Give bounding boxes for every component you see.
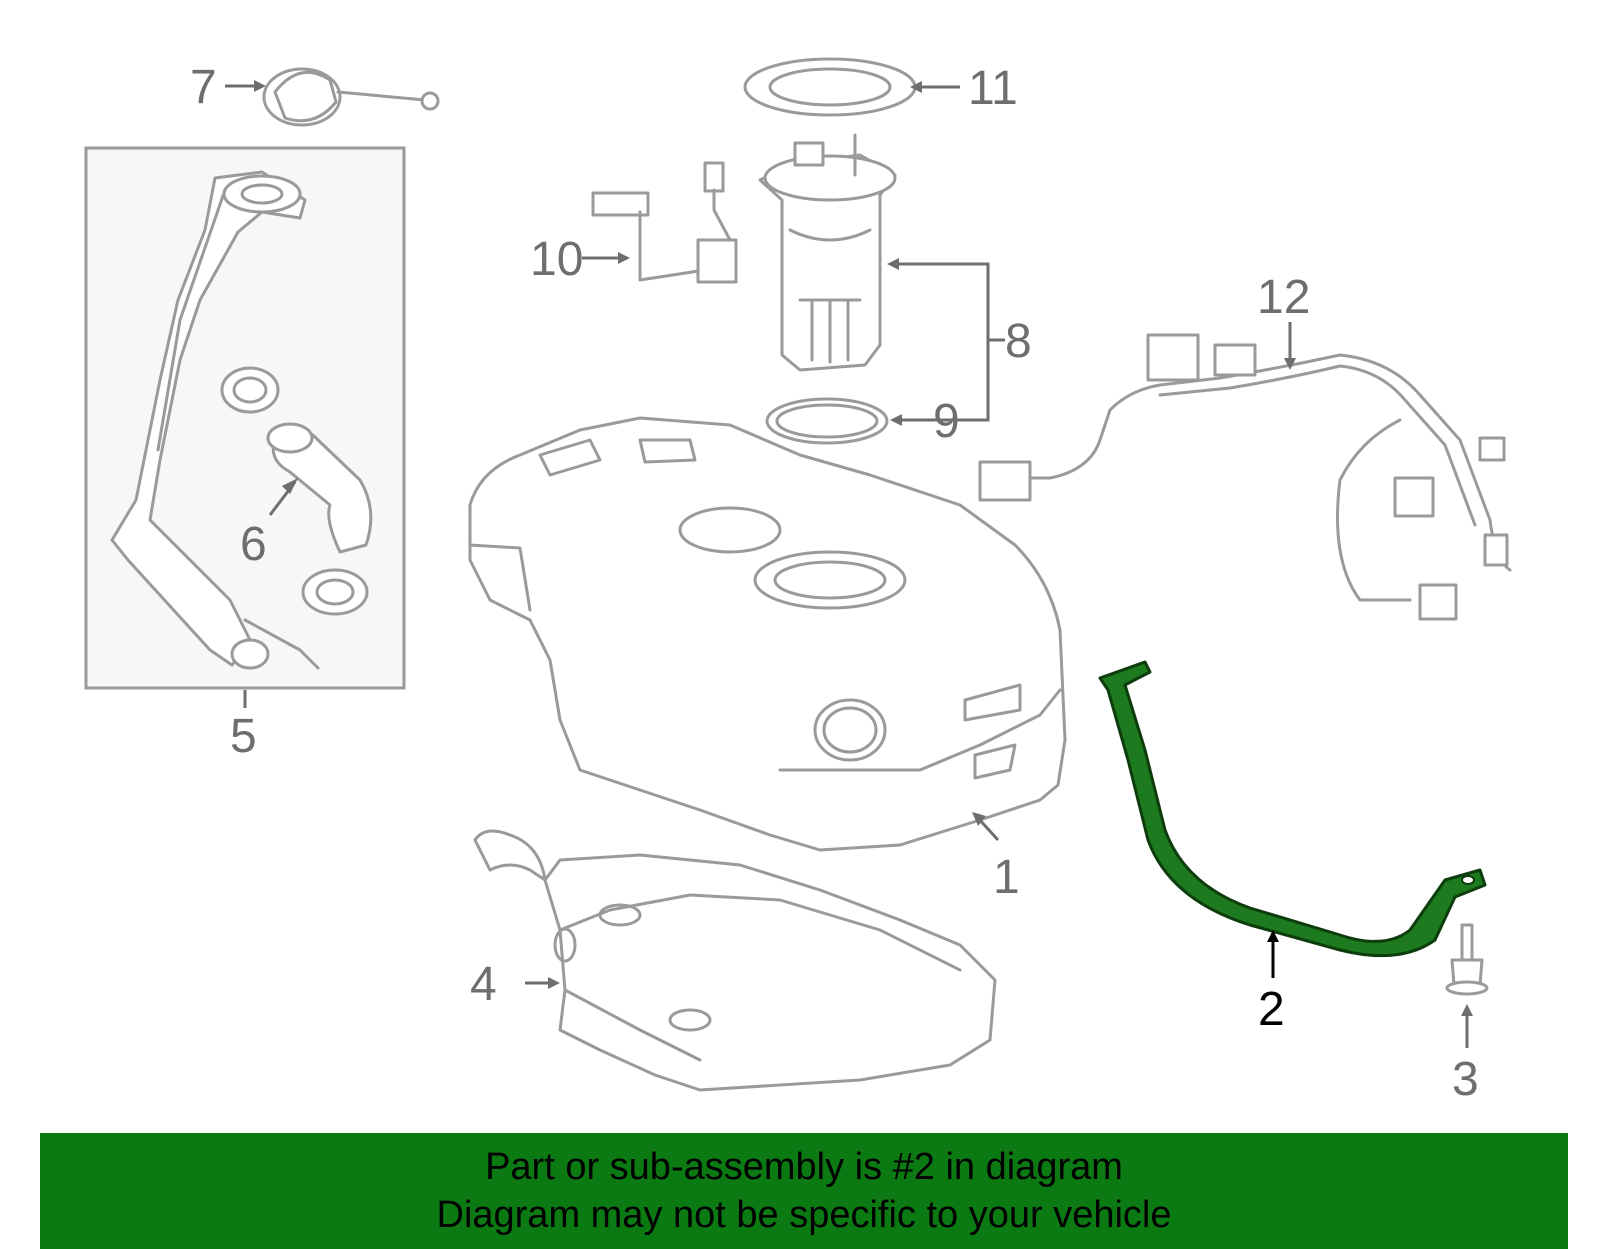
part-1-fuel-tank bbox=[468, 416, 1067, 852]
part-4-heat-shield bbox=[473, 829, 997, 1092]
callout-11: 11 bbox=[968, 62, 1018, 115]
callout-12: 12 bbox=[1257, 271, 1310, 324]
part-9-seal bbox=[765, 397, 889, 445]
part-10-sender bbox=[591, 161, 738, 284]
part-8-fuel-pump-module bbox=[758, 133, 897, 372]
part-5-filler-neck bbox=[84, 146, 406, 690]
part-12-wiring-harness bbox=[978, 333, 1512, 621]
callout-1: 1 bbox=[993, 851, 1020, 904]
part-11-lock-ring bbox=[743, 57, 917, 117]
banner-line-disclaimer: Diagram may not be specific to your vehi… bbox=[436, 1194, 1172, 1236]
callout-2: 2 bbox=[1258, 983, 1285, 1036]
part-7-fuel-cap bbox=[262, 67, 440, 127]
callout-5: 5 bbox=[230, 710, 257, 763]
callout-3: 3 bbox=[1452, 1053, 1479, 1106]
callout-9: 9 bbox=[933, 395, 960, 448]
callout-6: 6 bbox=[240, 518, 267, 571]
info-banner: Part or sub-assembly is #2 in diagram Di… bbox=[40, 1133, 1568, 1249]
callout-8: 8 bbox=[1005, 315, 1032, 368]
part-6-hose bbox=[220, 366, 373, 616]
banner-line-part: Part or sub-assembly is #2 in diagram bbox=[485, 1146, 1123, 1188]
callout-7: 7 bbox=[190, 61, 217, 114]
part-2-tank-strap bbox=[1098, 660, 1487, 958]
callout-4: 4 bbox=[470, 958, 497, 1011]
callout-10: 10 bbox=[530, 233, 583, 286]
part-3-bolt bbox=[1445, 923, 1489, 996]
